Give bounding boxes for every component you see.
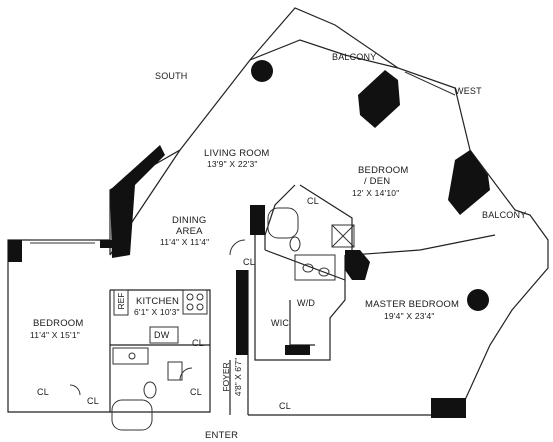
- closet-den: CL: [307, 196, 319, 206]
- fixtures: [30, 71, 456, 431]
- door-swing-2: [179, 367, 193, 381]
- column-round-master: [467, 289, 489, 311]
- enter-label: ENTER: [205, 430, 239, 441]
- column-bath: [250, 205, 265, 235]
- closet-master: CL: [279, 401, 291, 411]
- bathtub-bedroom: [111, 399, 153, 431]
- door-swing-1: [229, 239, 246, 256]
- outer-walls: [7, 7, 549, 416]
- structural-columns: [8, 60, 490, 418]
- master-bedroom-dims: 19'4" X 23'4": [384, 311, 435, 321]
- toilet-bedroom: [143, 381, 157, 399]
- kitchen-sink: [112, 347, 149, 365]
- column-round-living: [251, 60, 273, 82]
- bedroom-name: BEDROOM: [33, 318, 84, 329]
- master-bedroom-name: MASTER BEDROOM: [365, 299, 460, 310]
- living-room-dims: 13'9" X 22'3": [207, 159, 258, 169]
- bath-sink: [167, 361, 183, 381]
- closet-foyer-upper: CL: [243, 257, 255, 267]
- closet-kitchen: CL: [192, 338, 204, 348]
- dishwasher: [149, 326, 179, 344]
- closet-bath: CL: [190, 387, 202, 397]
- ref-label: REF: [116, 292, 126, 310]
- dining-name: DINING: [172, 215, 207, 226]
- column-foyer: [236, 270, 248, 355]
- foyer-dims: 4'8" X 6'7": [233, 357, 243, 397]
- column-master: [431, 398, 466, 418]
- bathtub-master: [267, 207, 299, 239]
- column-dining: [100, 240, 112, 248]
- toilet-master: [289, 236, 301, 252]
- column-den-bath: [345, 250, 370, 280]
- den-dims: 12' X 14'10": [352, 188, 400, 198]
- stove: [182, 289, 208, 315]
- foyer-name: FOYER: [221, 362, 231, 392]
- dining-dims: 11'4" X 11'4": [160, 237, 210, 247]
- wic-label: WIC: [271, 318, 290, 328]
- dining-name-2: AREA: [176, 226, 203, 237]
- wall-wic: [285, 345, 310, 355]
- closet-bedroom-1: CL: [37, 387, 49, 397]
- fridge: [113, 289, 129, 316]
- kitchen-dims: 6'1" X 10'3": [134, 307, 180, 317]
- column-den: [448, 150, 490, 215]
- door-swing-3: [69, 384, 81, 396]
- balcony-north: BALCONY: [332, 52, 377, 62]
- balcony-east: BALCONY: [482, 210, 527, 220]
- shower: [331, 224, 355, 248]
- bedroom-dims: 11'4" X 15'1": [30, 330, 81, 340]
- den-name-2: / DEN: [364, 176, 391, 187]
- column-bedroom: [8, 240, 22, 262]
- vanity: [294, 254, 336, 281]
- sink-1: [302, 263, 314, 273]
- compass-south: SOUTH: [155, 71, 188, 81]
- kitchen-name: KITCHEN: [136, 296, 180, 307]
- compass-west: WEST: [455, 86, 482, 96]
- den-name: BEDROOM: [358, 165, 409, 176]
- living-room-name: LIVING ROOM: [204, 148, 270, 159]
- column-balcony: [358, 70, 400, 128]
- column-west: [110, 145, 165, 258]
- closet-bedroom-2: CL: [87, 396, 99, 406]
- dw-label: DW: [154, 330, 170, 340]
- sink-2: [318, 267, 330, 277]
- wd-label: W/D: [297, 298, 316, 308]
